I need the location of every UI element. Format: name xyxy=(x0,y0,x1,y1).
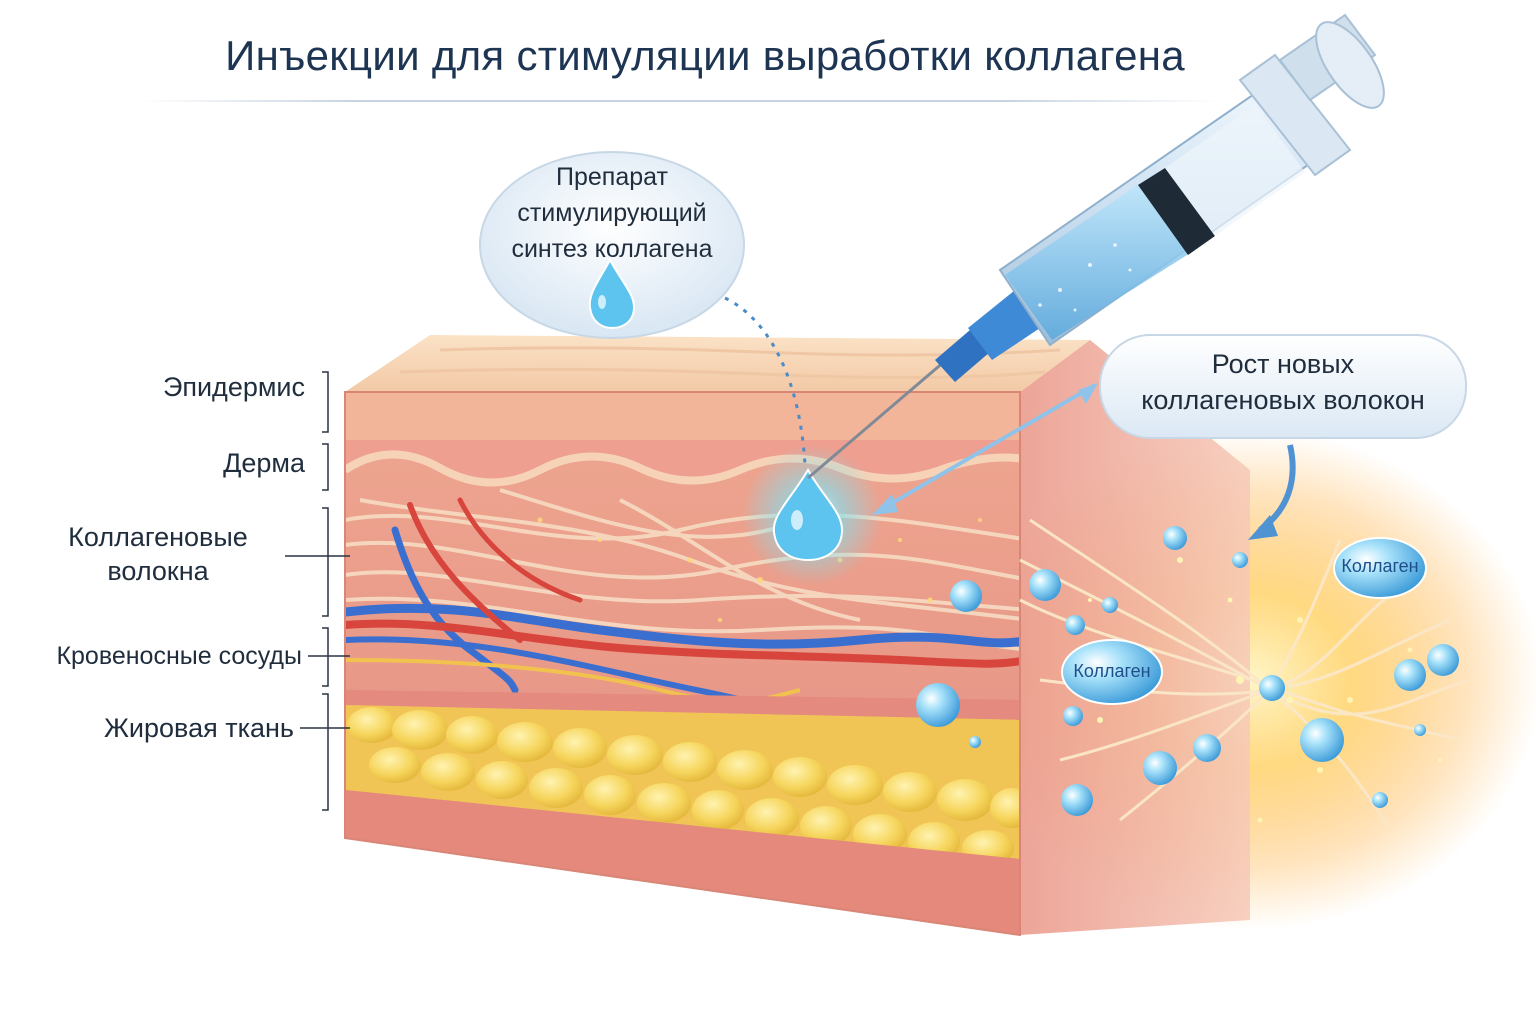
drug-callout-bubble xyxy=(479,151,745,339)
growth-callout-line1: Рост новых xyxy=(1211,349,1355,379)
collagen-tag-bubble xyxy=(1061,639,1163,705)
collagen-tag: Коллаген xyxy=(1341,556,1419,576)
growth-callout-line2: коллагеновых волокон xyxy=(1141,385,1425,415)
label-collagen-fibers: Коллагеновые волокна xyxy=(40,520,276,588)
growth-callout-text: Рост новых коллагеновых волокон xyxy=(1102,346,1464,418)
page-title: Инъекции для стимуляции выработки коллаг… xyxy=(225,32,1185,79)
label-epidermis: Эпидермис xyxy=(162,372,305,402)
label-dermis: Дерма xyxy=(223,448,305,478)
label-collagen-line2: волокна xyxy=(107,556,209,586)
drug-callout-line3: синтез коллагена xyxy=(511,235,713,263)
drug-droplet-in-skin xyxy=(772,468,844,562)
layer-brackets xyxy=(285,371,350,811)
label-fat-tissue: Жировая ткань xyxy=(104,713,294,743)
arrow-to-injection xyxy=(878,383,1097,512)
title-divider xyxy=(140,100,1220,102)
drug-callout-text: Препарат стимулирующий синтез коллагена xyxy=(490,159,734,267)
growth-callout-pill xyxy=(1099,334,1467,439)
collagen-bubbles xyxy=(916,526,1459,816)
label-blood-vessels: Кровеносные сосуды xyxy=(56,642,302,670)
sparkles xyxy=(1088,557,1442,823)
label-collagen-line1: Коллагеновые xyxy=(68,522,248,552)
collagen-tag-bubble xyxy=(1333,537,1427,599)
collagen-tag: Коллаген xyxy=(1073,661,1151,681)
syringe-icon xyxy=(807,13,1385,480)
drug-callout-line2: стимулирующий xyxy=(517,199,707,227)
drop-icon xyxy=(588,257,636,330)
drug-callout-line1: Препарат xyxy=(556,163,668,191)
